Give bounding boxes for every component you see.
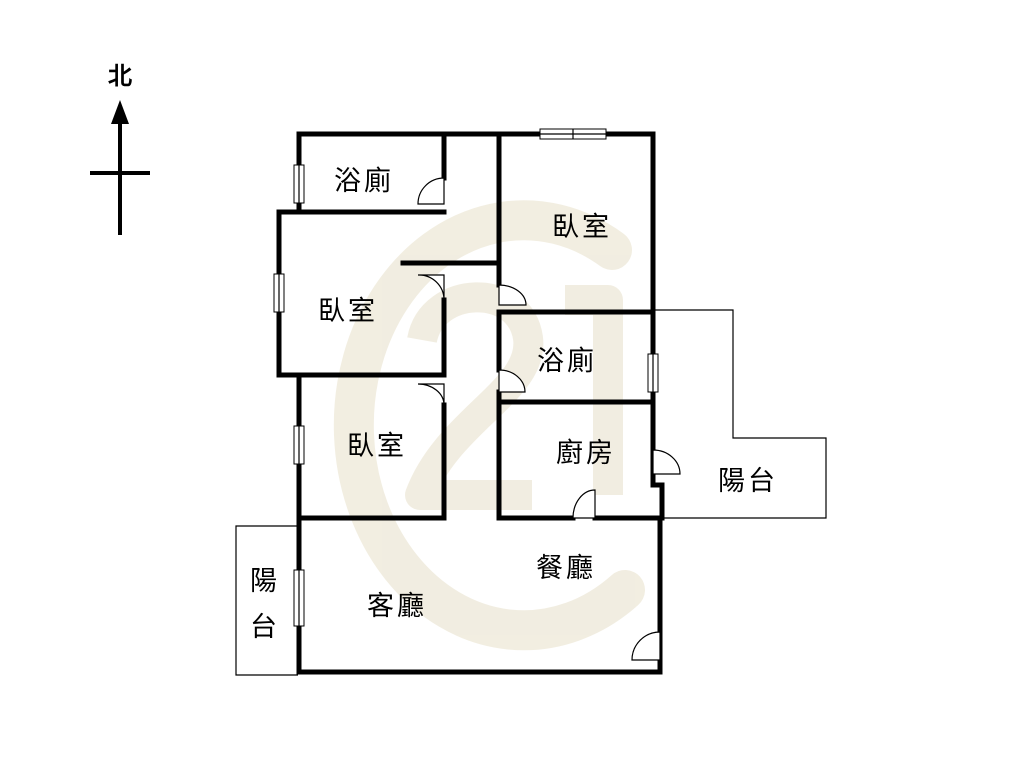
room-label-bath-north: 浴廁 [334,166,394,197]
room-label-bedroom-west: 臥室 [318,296,378,327]
room-label-dining: 餐廳 [536,553,596,584]
room-label-bedroom-sw: 臥室 [347,431,407,462]
balcony-west-outline [235,525,298,676]
room-label-living: 客廳 [367,591,427,622]
doors [417,177,681,661]
room-label-balcony-west-bottom: 台 [250,612,280,643]
room-label-balcony-west-top: 陽 [250,566,280,597]
windows [273,128,659,627]
room-label-bedroom-ne: 臥室 [552,212,612,243]
north-compass: 北 [90,61,150,235]
balcony-east-outline [655,309,827,519]
room-label-kitchen: 廚房 [556,438,616,469]
walls [276,131,665,675]
room-label-bath-middle: 浴廁 [537,346,597,377]
room-label-balcony-east: 陽台 [718,466,778,497]
north-label: 北 [108,61,132,90]
